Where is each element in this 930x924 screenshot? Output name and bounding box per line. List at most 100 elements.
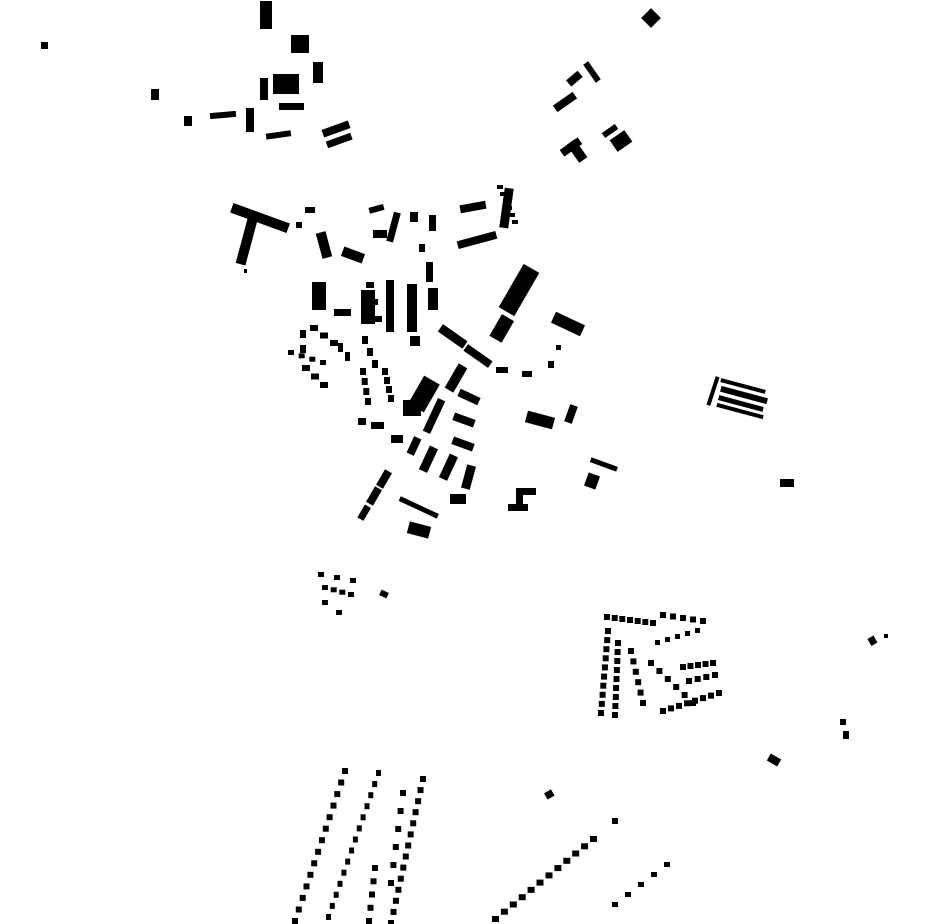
building (330, 340, 338, 346)
building (437, 324, 468, 349)
building (602, 655, 609, 662)
building (720, 385, 768, 405)
building (368, 204, 385, 214)
building (605, 628, 611, 634)
building (497, 185, 503, 189)
building (400, 864, 407, 871)
building (390, 908, 397, 915)
building (619, 616, 626, 622)
building (373, 230, 387, 238)
building (716, 690, 722, 696)
building (718, 395, 764, 412)
building (630, 658, 637, 665)
building (338, 343, 343, 352)
building (345, 352, 350, 361)
building (459, 200, 487, 214)
building (648, 660, 654, 666)
building (322, 600, 328, 605)
building (516, 488, 536, 495)
building (397, 808, 404, 814)
building (329, 902, 335, 909)
building (655, 640, 660, 645)
building (418, 445, 439, 473)
building (766, 753, 782, 767)
building (315, 231, 333, 259)
building (340, 246, 366, 264)
building (603, 646, 610, 653)
building (527, 886, 535, 893)
building (388, 395, 394, 402)
building (415, 798, 422, 805)
building (680, 615, 686, 621)
building (712, 672, 718, 678)
building (583, 472, 601, 490)
building (710, 660, 716, 666)
building (417, 787, 424, 794)
building (361, 378, 368, 385)
building (322, 825, 329, 832)
building (398, 496, 439, 519)
building (392, 844, 399, 850)
building (554, 865, 562, 872)
building (703, 674, 710, 680)
building (348, 592, 354, 597)
building (291, 35, 309, 53)
building (338, 779, 345, 786)
building (566, 139, 588, 163)
building (614, 649, 621, 655)
building (363, 388, 370, 395)
building (489, 314, 515, 343)
building (406, 521, 432, 539)
building (612, 703, 619, 709)
building (300, 345, 306, 353)
building (311, 373, 319, 380)
building (209, 110, 237, 120)
building (298, 353, 305, 359)
building (700, 618, 706, 624)
building (296, 222, 302, 228)
building (299, 894, 306, 901)
building (503, 199, 509, 203)
building (350, 578, 356, 583)
building (627, 617, 633, 623)
building (320, 360, 326, 365)
building (612, 712, 618, 718)
building (403, 400, 421, 416)
building (386, 386, 392, 393)
building (309, 356, 316, 362)
building (720, 378, 766, 394)
building (572, 850, 580, 857)
building (692, 697, 698, 704)
building (339, 589, 346, 595)
building (613, 685, 620, 691)
building (376, 469, 392, 489)
building (334, 791, 341, 798)
building (362, 336, 368, 344)
building (370, 299, 378, 305)
building (364, 803, 370, 810)
building (700, 695, 706, 702)
building (687, 663, 694, 669)
building (333, 891, 339, 898)
building (884, 634, 888, 638)
building (615, 640, 621, 646)
small-buildings-layer (288, 185, 722, 924)
building (372, 360, 378, 368)
building (516, 490, 523, 508)
building (420, 776, 426, 782)
building (325, 132, 353, 149)
building (312, 282, 326, 310)
building (461, 464, 476, 490)
building (611, 615, 618, 621)
building (604, 637, 611, 644)
building (601, 123, 619, 139)
building (265, 130, 292, 140)
building (302, 365, 310, 371)
building (450, 494, 466, 504)
building (334, 575, 340, 580)
building (392, 897, 399, 904)
building (395, 886, 402, 893)
building (326, 814, 333, 821)
building (544, 789, 555, 800)
